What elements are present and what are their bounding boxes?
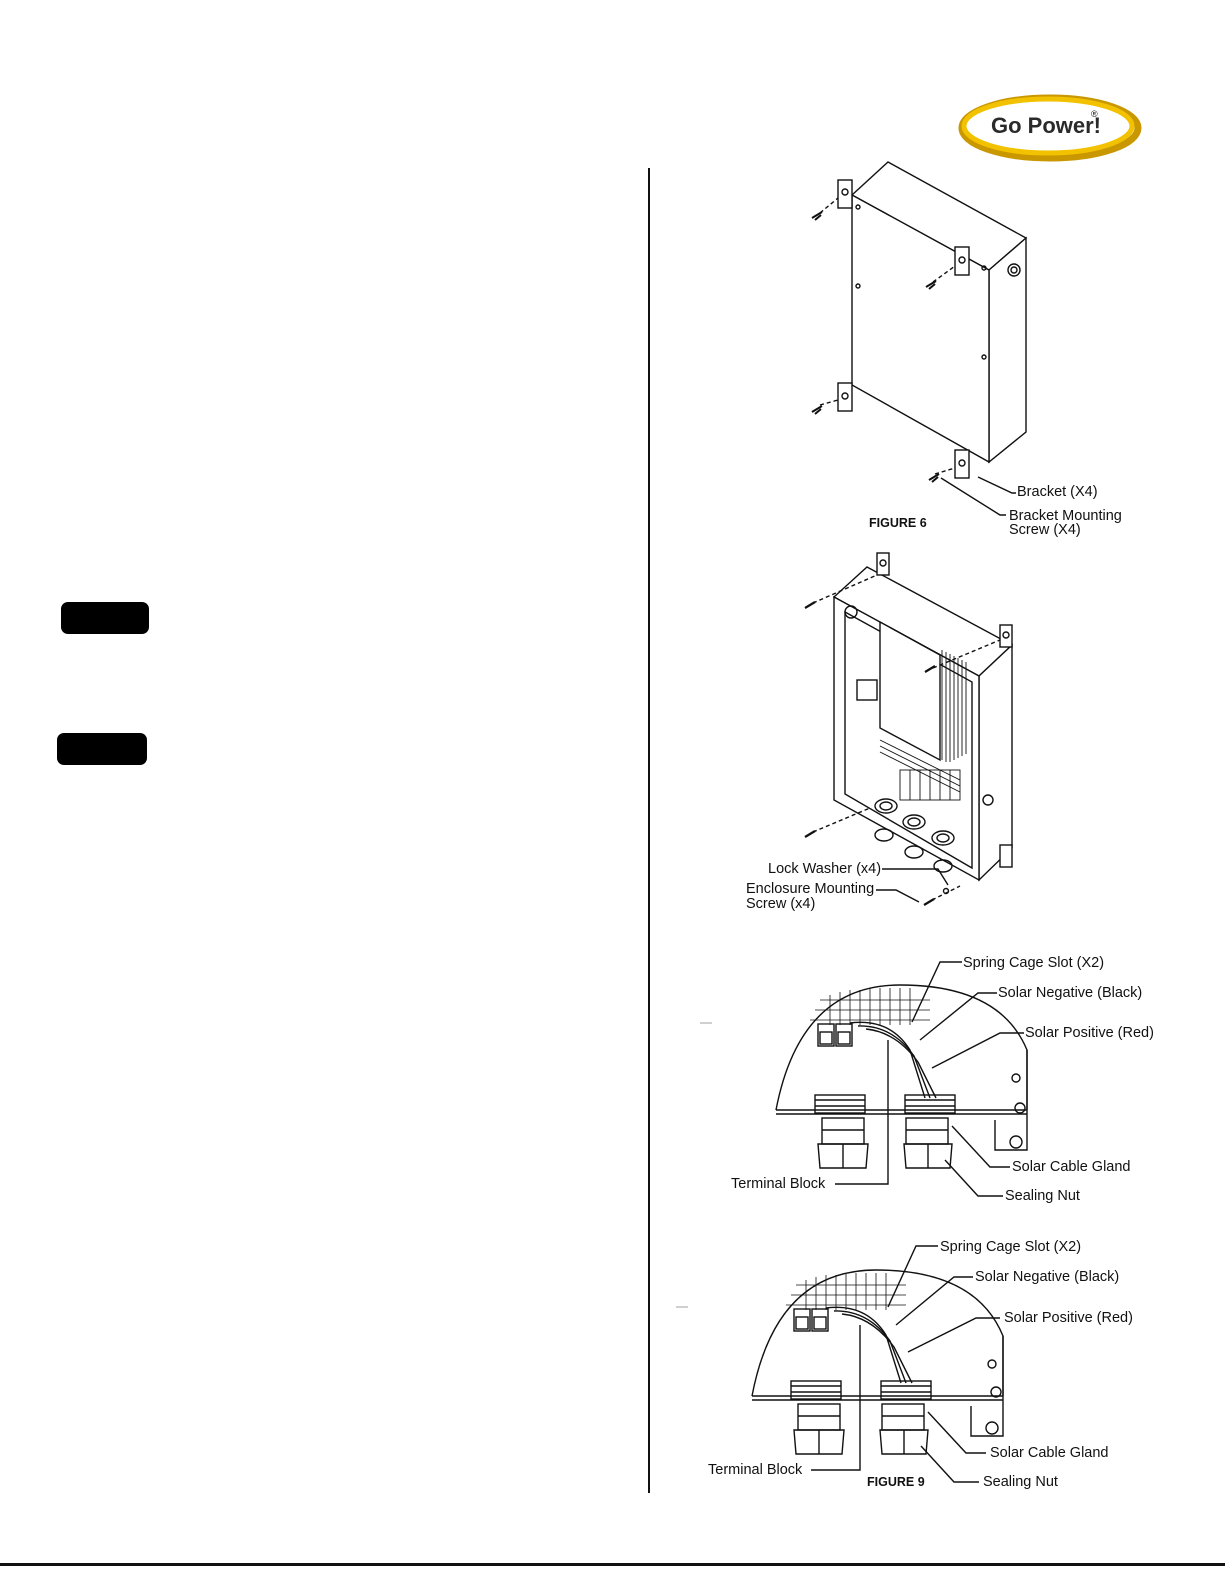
- logo-registered-mark: ®: [1091, 109, 1098, 119]
- fig9-solar-positive-label: Solar Positive (Red): [1004, 1310, 1133, 1326]
- go-power-logo: Go Power! ®: [958, 94, 1142, 162]
- redacted-label-block-2: [57, 733, 147, 765]
- fig8-cable-gland-label: Solar Cable Gland: [1012, 1159, 1131, 1175]
- logo-swoosh: [958, 94, 1142, 162]
- fig8-solar-negative-label: Solar Negative (Black): [998, 985, 1143, 1001]
- fig6-bracket-label: Bracket (X4): [1017, 484, 1098, 500]
- figure-9-caption: FIGURE 9: [867, 1475, 925, 1489]
- fig8-spring-cage-label: Spring Cage Slot (X2): [963, 955, 1105, 971]
- fig9-solar-negative-label: Solar Negative (Black): [975, 1269, 1120, 1285]
- redacted-label-block-1: [61, 602, 149, 634]
- fig9-terminal-block-label: Terminal Block: [708, 1462, 803, 1478]
- figure-6-caption: FIGURE 6: [869, 516, 927, 530]
- column-divider: [648, 168, 650, 1493]
- fig7-screw-label-line1: Enclosure Mounting: [746, 881, 875, 897]
- fig7-washer-label: Lock Washer (x4): [768, 861, 882, 877]
- fig6-screw-label-line1: Bracket Mounting: [1009, 508, 1122, 524]
- fig9-cable-gland-label: Solar Cable Gland: [990, 1445, 1109, 1461]
- fig8-terminal-block-label: Terminal Block: [731, 1176, 826, 1192]
- footer-rule: [0, 1563, 1225, 1566]
- fig9-sealing-nut-label: Sealing Nut: [983, 1474, 1058, 1490]
- fig6-screw-label-line2: Screw (X4): [1009, 522, 1081, 538]
- fig9-spring-cage-label: Spring Cage Slot (X2): [940, 1239, 1082, 1255]
- fig7-screw-label-line2: Screw (x4): [746, 896, 816, 912]
- fig8-solar-positive-label: Solar Positive (Red): [1025, 1025, 1154, 1041]
- logo-text: Go Power!: [991, 113, 1102, 138]
- fig8-sealing-nut-label: Sealing Nut: [1005, 1188, 1080, 1204]
